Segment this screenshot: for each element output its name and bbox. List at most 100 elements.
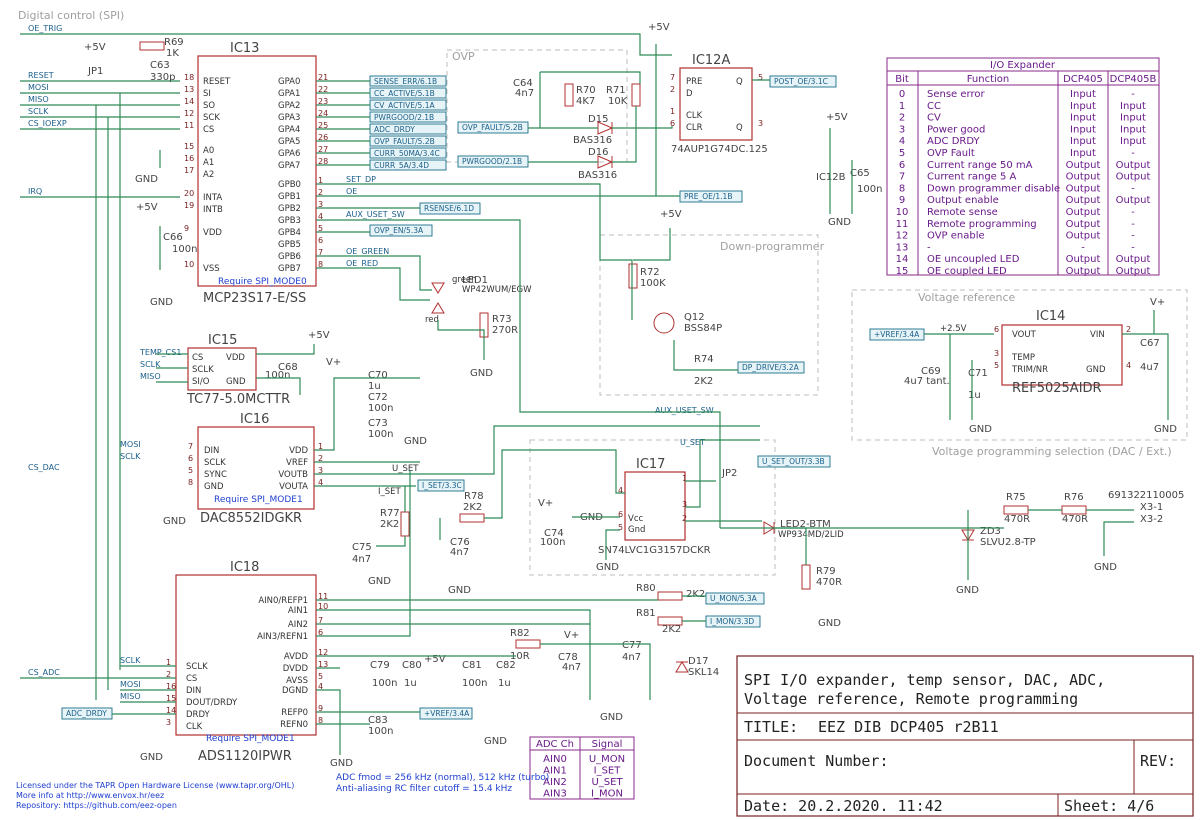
ovp-en-text: OVP_EN/5.3A (374, 226, 424, 235)
adc-table-frame (529, 736, 635, 800)
ic18-right-pin-name: AIN0/REFP1 (258, 596, 308, 606)
u-mon-flag (705, 592, 765, 605)
c64-ref: C64 (513, 78, 533, 89)
ic13-right-pin-name: GPA3 (278, 113, 300, 123)
ic17-ref: IC17 (636, 457, 665, 472)
r77-val: 2K2 (380, 519, 399, 530)
misc-wires (20, 44, 1169, 755)
ic13-p5v: +5V (136, 202, 158, 213)
r75-ref: R75 (1006, 492, 1026, 503)
ic13-left-pin-name: A1 (203, 158, 214, 168)
c63-val: 330p (150, 72, 175, 83)
ic12a-ref: IC12A (692, 53, 730, 68)
ioexp-cell-bit: 9 (899, 195, 905, 206)
r82-ref: R82 (510, 628, 530, 639)
ic18-right-pin-number: 5 (318, 672, 323, 681)
ic13-right-pin-name: GPA2 (278, 101, 300, 111)
net-reset: RESET (28, 71, 54, 80)
ioexp-net-flag-text: CURR_50MA/3.4C (374, 149, 440, 158)
zd3-gnd: GND (956, 585, 979, 596)
ioexp-cell-bit: 6 (899, 160, 905, 171)
ioexp-cell-dcp405: Output (1066, 207, 1101, 218)
ic18-left-pin-number: 3 (166, 718, 171, 727)
c81-val: 100n (462, 678, 487, 689)
vref-text: +VREF/3.4A (874, 330, 920, 339)
ic17-num-6: 6 (618, 510, 623, 519)
license-2: More info at http://www.envox.hr/eez (16, 791, 164, 800)
ic18-miso-net: MISO (120, 692, 141, 701)
ic13-left-pin-number: 13 (184, 85, 194, 94)
dp-drive-text: DP_DRIVE/3.2A (742, 363, 800, 372)
ic13-right-pin-name: GPA7 (278, 161, 300, 171)
ioexp-header-cell: DCP405 (1063, 74, 1103, 85)
ic17-pin-gnd: Gnd (628, 525, 645, 535)
ioexp-cell-dcp405: Output (1066, 172, 1101, 183)
ic16-left-pin-name: GND (204, 482, 224, 492)
c78-val: 4n7 (562, 662, 581, 673)
ioexp-cell-dcp405b: Output (1116, 254, 1151, 265)
doc-number-label: Document Number: (744, 752, 889, 770)
conn-gnd: GND (1094, 562, 1117, 573)
ioexp-cell-bit: 8 (899, 183, 905, 194)
ic12b-p5v: +5V (826, 112, 848, 123)
cs-adc-net: CS_ADC (28, 668, 60, 677)
ioexp-cell-function: Output enable (927, 195, 999, 206)
ic13-right-pin-number: 25 (318, 121, 328, 130)
ic15-pin-vdd: VDD (226, 353, 245, 363)
r79-body (801, 564, 811, 590)
r71-ref: R71 (606, 85, 626, 96)
r79-val: 470R (816, 577, 842, 588)
c76-val: 4n7 (450, 547, 469, 558)
ioexp-cell-function: CC (927, 101, 941, 112)
section-vref-label: Voltage reference (918, 291, 1016, 304)
ic12a-num-5: 5 (758, 73, 763, 82)
temp-cs-net: TEMP_CS1 (139, 348, 181, 357)
ic14-body (1001, 324, 1123, 386)
ic14-pin-vin: VIN (1090, 330, 1105, 340)
ioexp-cell-bit: 13 (896, 242, 909, 253)
ic18-right-pin-number: 10 (318, 602, 328, 611)
ic13-portb-net-label: SET_DP (346, 175, 376, 184)
ic15-name: TC77-5.0MCTTR (186, 392, 290, 407)
ic13-left-pin-name: CS (203, 125, 214, 135)
ic13-right-pin-name: GPB7 (278, 264, 301, 274)
ic16-sclk-net: SCLK (120, 452, 141, 461)
left-net-labels: OE_TRIG RESET MOSI MISO SCLK CS_IOEXP IR… (28, 24, 67, 196)
ic14-gnd: GND (969, 424, 992, 435)
adc-cell-channel: AIN2 (543, 777, 567, 788)
ic13-right-pin-name: GPB6 (278, 252, 301, 262)
u-set-out-text: U_SET_OUT/3.3B (762, 457, 825, 466)
c76-gnd: GND (448, 585, 471, 596)
ic18-right-pin-number: 4 (318, 682, 323, 691)
ic13-left-pin-name: A0 (203, 146, 214, 156)
led1-green: green (452, 275, 477, 285)
c71-ref: C71 (968, 368, 988, 379)
ioexp-cell-dcp405b: Input (1120, 113, 1146, 124)
ioexp-net-flag-text: PWRGOOD/2.1B (374, 113, 434, 122)
ioexp-cell-function: ADC DRDY (927, 136, 981, 147)
ic18-right-pin-name: REFN0 (280, 720, 308, 730)
ic13-right-pin-number: 28 (318, 157, 328, 166)
ioexp-cell-bit: 0 (899, 89, 905, 100)
ioexp-cell-bit: 11 (896, 219, 909, 230)
d15-val: BAS316 (573, 135, 612, 146)
ic18-right-pin-number: 12 (318, 648, 328, 657)
ioexp-cell-dcp405b: Input (1120, 101, 1146, 112)
c74-val: 100n (540, 537, 565, 548)
ioexp-cell-dcp405b: Input (1120, 136, 1146, 147)
ic16-left-pin-number: 5 (188, 466, 193, 475)
ic18-name: ADS1120IPWR (198, 749, 292, 764)
ic15-pin-sio: SI/O (192, 377, 210, 387)
ic13-right-pin-name: GPA0 (278, 77, 300, 87)
d17-symbol (675, 661, 689, 673)
ic18-left-pin-number: 16 (166, 682, 176, 691)
c78-ref: C78 (558, 652, 578, 663)
ic13-right-pin-number: 27 (318, 145, 328, 154)
ic16-right-pin-number: 2 (318, 454, 323, 463)
ioexp-cell-dcp405: Input (1070, 89, 1096, 100)
conn-pin-1: X3-1 (1140, 502, 1163, 513)
ioexp-cell-dcp405: Output (1066, 231, 1101, 242)
